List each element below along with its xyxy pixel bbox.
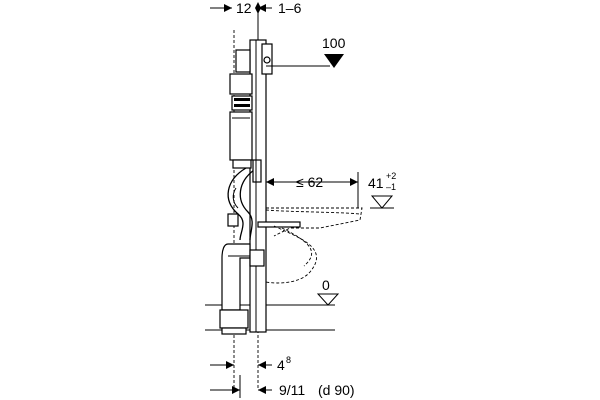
dim-bottom-lower-note: (d 90) [318, 382, 355, 398]
dim-depth-label: ≤ 62 [296, 174, 323, 190]
drain-elbow [219, 243, 265, 335]
dim-bottom-lower [210, 375, 272, 398]
level-100-marker [324, 54, 344, 68]
bracket [252, 159, 301, 228]
seat-height-main-label: 41 [368, 175, 384, 191]
dim-top-right-label: 1–6 [278, 0, 302, 16]
dim-top [210, 2, 272, 40]
seat-height-tol-plus: +2 [386, 171, 396, 181]
dim-bottom-upper-main: 4 [277, 357, 285, 373]
dim-depth [266, 172, 359, 208]
level-100-label: 100 [322, 35, 346, 51]
floor-level-label: 0 [322, 277, 330, 293]
seat-height-tol-minus: –1 [386, 182, 396, 192]
seat-height-marker [370, 195, 394, 209]
cistern [229, 49, 253, 169]
floor-level-marker [316, 293, 340, 306]
flush-pipe [227, 167, 255, 241]
dim-bottom-lower-label: 9/11 [279, 382, 305, 398]
dim-bottom-upper-sup: 8 [286, 355, 291, 365]
dim-bottom-upper [210, 361, 272, 369]
dim-top-left-label: 12 [236, 0, 252, 16]
toilet-bowl [265, 207, 363, 284]
